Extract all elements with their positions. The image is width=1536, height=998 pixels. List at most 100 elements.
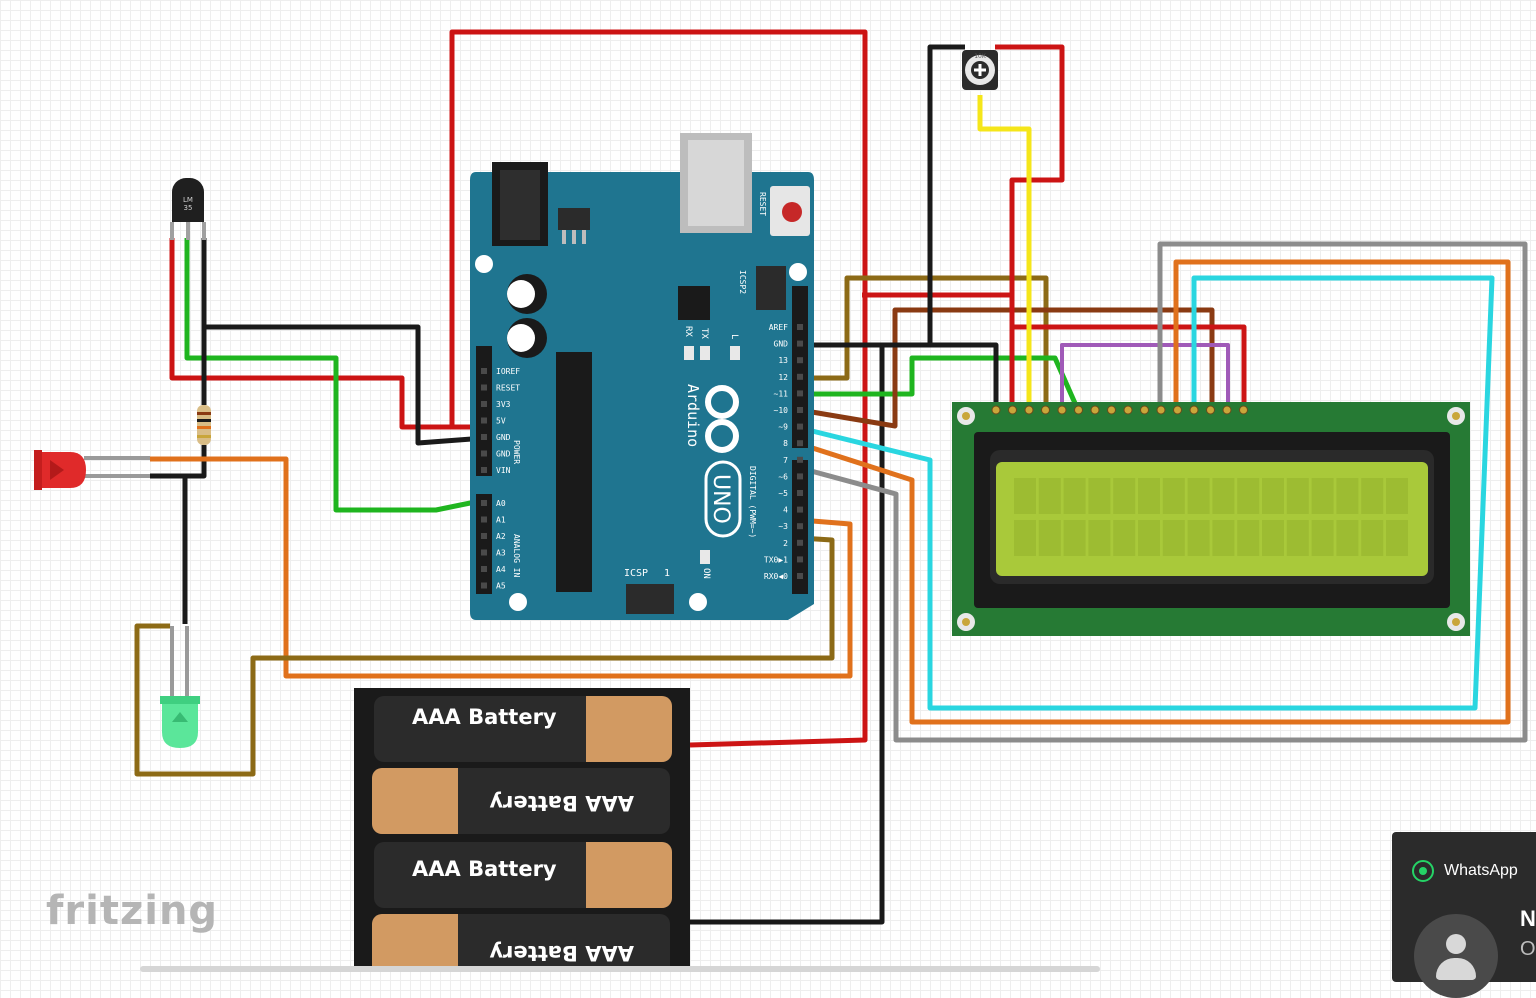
lcd-pin[interactable]	[1173, 405, 1182, 415]
lcd-pin[interactable]	[1090, 405, 1100, 415]
lm35-sensor[interactable]: LM 35	[170, 178, 206, 240]
notification-sender: N	[1520, 906, 1536, 931]
lcd-cell	[1113, 520, 1136, 556]
lcd-pin[interactable]	[1222, 405, 1232, 415]
lcd-16x2[interactable]	[952, 402, 1470, 636]
battery-pack[interactable]: AAA Battery AAA Battery AAA Battery AAA …	[354, 688, 690, 972]
header-pin[interactable]	[797, 523, 803, 530]
whatsapp-icon	[1412, 860, 1434, 882]
wire-orange-led[interactable]	[150, 456, 853, 679]
wire-green-lm35[interactable]	[184, 238, 486, 513]
horizontal-scrollbar[interactable]	[140, 966, 1100, 972]
pin-label: ~9	[778, 423, 788, 432]
wire-gray-7[interactable]	[799, 241, 1528, 743]
header-pin[interactable]	[481, 500, 487, 506]
pin-label: ~5	[778, 489, 788, 498]
digital-label: DIGITAL (PWM=~)	[748, 466, 757, 538]
header-pin[interactable]	[481, 434, 487, 440]
battery-2: AAA Battery	[372, 768, 670, 834]
lcd-pin[interactable]	[1057, 405, 1067, 415]
breadboard-canvas[interactable]: LM 35	[0, 0, 1536, 972]
header-pin[interactable]	[797, 506, 803, 513]
wire-cyan-9[interactable]	[799, 275, 1495, 711]
potentiometer[interactable]: 10K	[962, 50, 998, 90]
wire-olive-12[interactable]	[800, 275, 1049, 410]
lcd-pin[interactable]	[1024, 405, 1034, 415]
header-pin[interactable]	[797, 456, 803, 463]
header-pin[interactable]	[797, 373, 803, 380]
header-pin[interactable]	[797, 573, 803, 579]
lcd-cell	[1063, 478, 1086, 514]
header-pin[interactable]	[797, 440, 803, 447]
wire-olive-led2[interactable]	[134, 535, 835, 777]
header-pin[interactable]	[797, 324, 803, 330]
resistor[interactable]	[197, 405, 211, 445]
uno-model: UNO	[708, 474, 733, 524]
pin-label: 7	[783, 456, 788, 465]
lcd-pin[interactable]	[1107, 405, 1116, 415]
header-pin[interactable]	[797, 539, 803, 546]
lcd-pin[interactable]	[1156, 405, 1166, 415]
header-pin[interactable]	[481, 582, 487, 589]
lcd-cell	[1262, 478, 1284, 514]
notification-header: WhatsApp	[1412, 860, 1518, 882]
header-pin[interactable]	[481, 417, 487, 424]
wire-black-pot[interactable]	[927, 44, 965, 345]
pin-label: TX0▶1	[764, 555, 788, 564]
lcd-cell	[1286, 520, 1309, 556]
header-pin[interactable]	[797, 556, 803, 563]
header-pin[interactable]	[481, 368, 487, 374]
lcd-cell	[1113, 478, 1136, 514]
lcd-pin[interactable]	[1041, 405, 1050, 415]
wire-yellow-pot[interactable]	[977, 95, 1032, 410]
arduino-uno[interactable]: RESET ICSP2 TX RX L Arduino UNO ON ICSP …	[470, 133, 814, 620]
wire-black-resistor-low[interactable]	[150, 445, 207, 479]
lcd-pin-header	[991, 405, 1248, 415]
power-label: POWER	[512, 440, 521, 464]
pin-label: 3V3	[496, 400, 511, 409]
wire-black-lm35[interactable]	[201, 238, 486, 446]
header-pin[interactable]	[481, 384, 487, 391]
header-pin[interactable]	[797, 340, 803, 347]
header-pin[interactable]	[481, 533, 487, 539]
lcd-pin[interactable]	[1008, 405, 1017, 415]
notification-app-name: WhatsApp	[1444, 862, 1518, 879]
header-pin[interactable]	[481, 549, 487, 556]
header-pin[interactable]	[797, 473, 803, 480]
lcd-pin[interactable]	[1140, 405, 1149, 415]
header-pin[interactable]	[481, 516, 487, 523]
header-pin[interactable]	[481, 566, 487, 572]
lcd-pin[interactable]	[991, 405, 1001, 415]
header-pin[interactable]	[797, 357, 803, 364]
lcd-cell	[1361, 478, 1384, 514]
lcd-pin[interactable]	[1206, 405, 1215, 415]
lcd-cell	[1237, 478, 1260, 514]
lcd-cell	[1386, 520, 1408, 556]
whatsapp-notification[interactable]: WhatsApp N O	[1392, 832, 1536, 998]
lcd-pin[interactable]	[1074, 405, 1083, 415]
header-pin[interactable]	[797, 490, 803, 496]
wire-red-lm35[interactable]	[169, 238, 485, 430]
wire-red-lcd-right[interactable]	[1012, 324, 1247, 410]
header-pin[interactable]	[481, 450, 487, 457]
lcd-pin[interactable]	[1123, 405, 1133, 415]
wire-black-gnd-lcd[interactable]	[800, 342, 999, 410]
pin-label: ~11	[774, 389, 789, 398]
pin-label: RESET	[496, 384, 520, 393]
wire-orange-8[interactable]	[799, 259, 1511, 725]
lcd-pin[interactable]	[1239, 405, 1248, 415]
red-led[interactable]	[34, 450, 150, 490]
pin-label: A5	[496, 582, 506, 591]
header-pin[interactable]	[481, 467, 487, 473]
green-led[interactable]	[160, 626, 200, 748]
header-pin[interactable]	[797, 407, 803, 413]
lcd-pin[interactable]	[1189, 405, 1199, 415]
on-label: ON	[701, 568, 711, 579]
wire-red-5v[interactable]	[449, 29, 868, 748]
header-pin[interactable]	[481, 401, 487, 407]
lcd-cell	[1286, 478, 1309, 514]
wire-red-pot[interactable]	[995, 44, 1065, 300]
header-pin[interactable]	[797, 390, 803, 397]
header-pin[interactable]	[797, 423, 803, 430]
wire-purple[interactable]	[1060, 343, 1230, 410]
